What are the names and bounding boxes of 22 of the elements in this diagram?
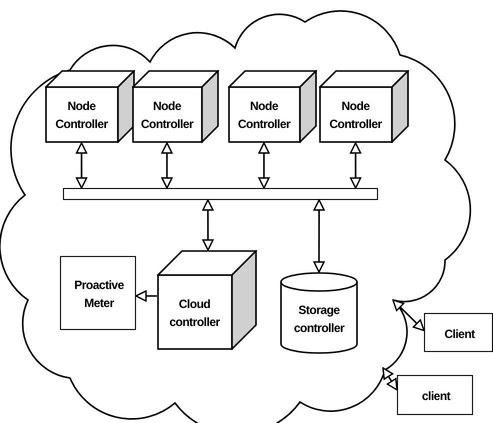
- box-label: Node Controller: [328, 98, 383, 133]
- double-arrow: [202, 199, 214, 251]
- double-arrow: [382, 367, 398, 390]
- box-label: Node Controller: [140, 98, 194, 133]
- box-label: Node Controller: [54, 98, 109, 133]
- box-label: Proactive Meter: [73, 277, 125, 312]
- box-label: Cloud controller: [168, 296, 221, 330]
- process-box: [397, 375, 473, 415]
- double-arrow: [258, 142, 270, 189]
- double-arrow: [350, 142, 362, 189]
- box-label: Client: [444, 326, 475, 342]
- bus-bar: [63, 188, 378, 200]
- box-label: Storage controller: [292, 302, 346, 337]
- double-arrow: [392, 299, 425, 332]
- process-box: [424, 313, 493, 352]
- double-arrow: [313, 199, 325, 273]
- process-box: [60, 256, 136, 330]
- double-arrow: [135, 290, 157, 302]
- box-label: client: [422, 388, 450, 405]
- box-label: Node Controller: [236, 98, 292, 133]
- double-arrow: [161, 142, 173, 189]
- double-arrow: [76, 142, 88, 189]
